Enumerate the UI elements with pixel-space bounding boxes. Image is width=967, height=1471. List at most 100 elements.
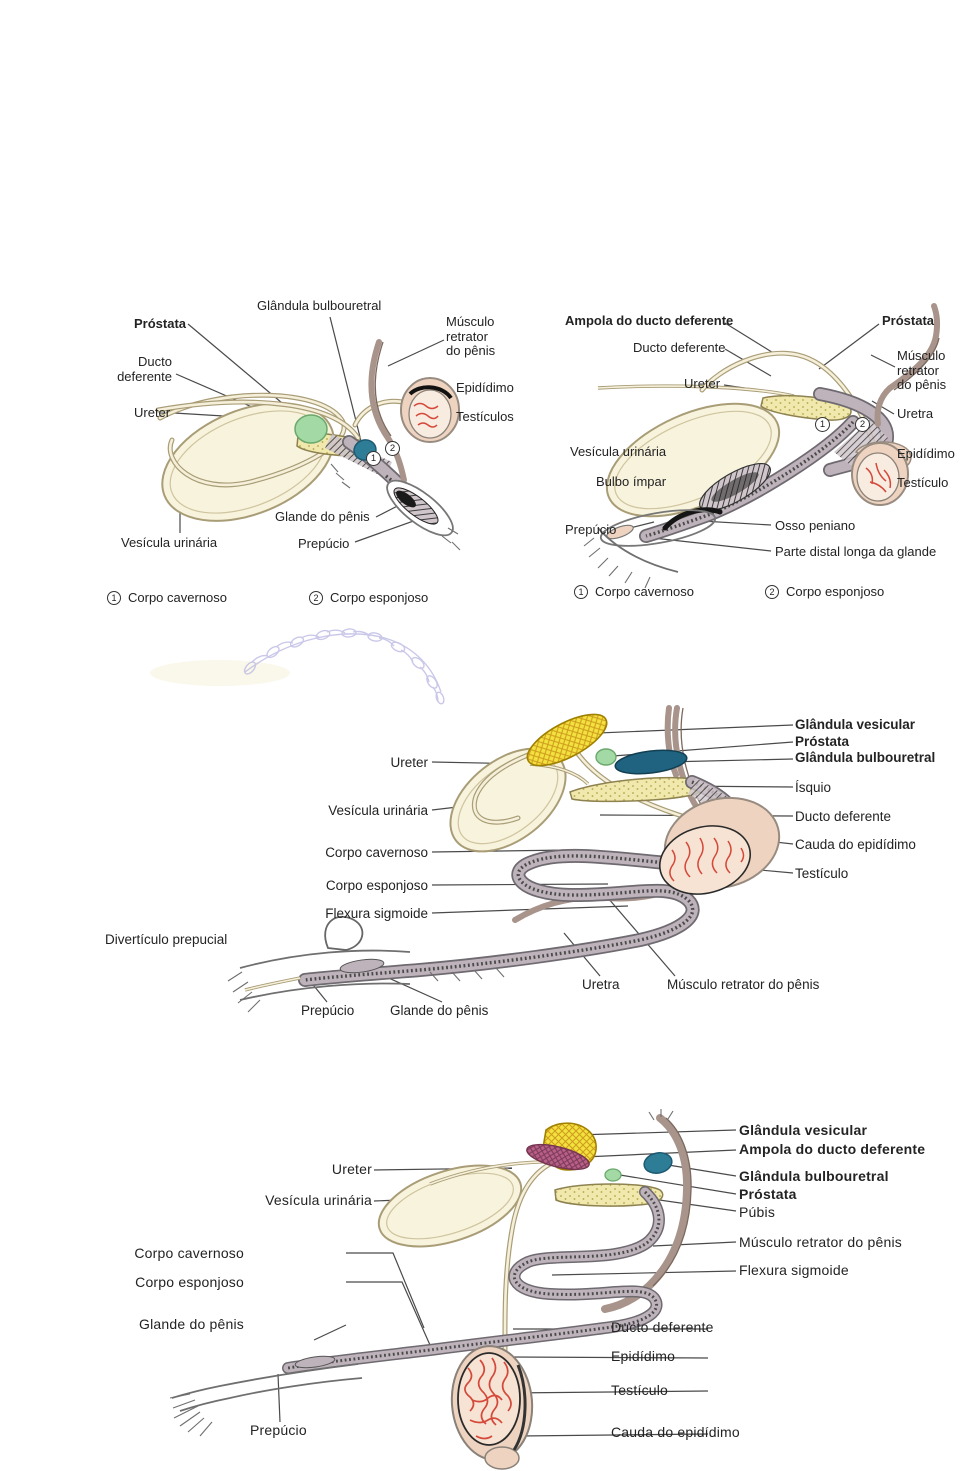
sperm-watermark xyxy=(243,628,445,705)
label-testiculo-d2: Testículo xyxy=(897,475,949,490)
label-glandula-bulbouretral-d4: Glândula bulbouretral xyxy=(739,1168,889,1184)
marker-corpo-esponjoso-d2: 2 xyxy=(855,417,870,432)
label-vesicula-urinaria-d2: Vesícula urinária xyxy=(570,444,667,459)
label-osso-peniano-d2: Osso peniano xyxy=(775,518,856,533)
label-ducto-deferente-d1: Ducto deferente xyxy=(117,354,172,384)
legend-text: Corpo cavernoso xyxy=(595,584,694,599)
label-vesicula-urinaria-d4: Vesícula urinária xyxy=(265,1192,372,1208)
label-corpo-esponjoso-d4: Corpo esponjoso xyxy=(135,1274,244,1290)
legend-number-icon: 2 xyxy=(309,590,323,605)
label-bulbo-impar-d2: Bulbo ímpar xyxy=(596,474,667,489)
label-glandula-bulbouretral-d1: Glândula bulbouretral xyxy=(257,298,382,313)
testis-shape xyxy=(851,441,912,506)
legend-number-icon: 1 xyxy=(574,584,588,599)
prostate-shape xyxy=(595,748,617,766)
label-testiculo-d4: Testículo xyxy=(611,1382,669,1398)
label-ducto-deferente-d3: Ducto deferente xyxy=(795,809,892,824)
label-glandula-vesicular-d3: Glândula vesicular xyxy=(795,717,916,732)
label-diverticulo-prepucial-d3: Divertículo prepucial xyxy=(105,932,228,947)
label-glande-penis-d3: Glande do pênis xyxy=(390,1003,489,1018)
label-cauda-epididimo-d3: Cauda do epidídimo xyxy=(795,837,916,852)
prepuce-shape xyxy=(583,509,717,589)
marker-corpo-esponjoso-d1: 2 xyxy=(385,441,400,456)
label-musculo-retrator-d1: Músculo retrator do pênis xyxy=(446,314,496,359)
label-corpo-cavernoso-d4: Corpo cavernoso xyxy=(134,1245,244,1261)
label-ducto-deferente-d4: Ducto deferente xyxy=(611,1319,714,1335)
diagram1-illustration xyxy=(155,316,461,551)
retractor-muscle-shape xyxy=(601,1109,692,1313)
os-penis-shape xyxy=(662,507,723,531)
label-ureter-d1: Ureter xyxy=(134,405,171,420)
legend-number-icon: 1 xyxy=(107,590,121,605)
label-testiculo-d3: Testículo xyxy=(795,866,849,881)
diagram3-illustration xyxy=(227,705,794,1013)
label-cauda-epididimo-d4: Cauda do epidídimo xyxy=(611,1424,740,1440)
label-vesicula-urinaria-d3: Vesícula urinária xyxy=(328,803,428,818)
label-ampola-d4: Ampola do ducto deferente xyxy=(739,1141,926,1157)
label-corpo-cavernoso-d3: Corpo cavernoso xyxy=(325,845,428,860)
label-vesicula-urinaria-d1: Vesícula urinária xyxy=(121,535,218,550)
label-glandula-bulbouretral-d3: Glândula bulbouretral xyxy=(795,750,936,765)
pubis-bone-shape xyxy=(554,1183,664,1207)
diagram4-illustration xyxy=(169,1109,737,1470)
label-uretra-d2: Uretra xyxy=(897,406,934,421)
prostate-shape xyxy=(294,414,328,444)
vesicular-gland-shape xyxy=(526,713,608,767)
legend-text: Corpo cavernoso xyxy=(128,590,227,605)
label-testiculos-d1: Testículos xyxy=(456,409,514,424)
testis-shape xyxy=(400,377,460,443)
diagram2-illustration xyxy=(583,303,941,589)
label-parte-distal-d2: Parte distal longa da glande xyxy=(775,544,937,559)
label-musculo-retrator-d3: Músculo retrator do pênis xyxy=(667,977,820,992)
label-glandula-vesicular-d4: Glândula vesicular xyxy=(739,1122,868,1138)
label-ducto-deferente-d2: Ducto deferente xyxy=(633,340,726,355)
bulbourethral-gland-shape xyxy=(643,1152,673,1174)
label-corpo-esponjoso-d3: Corpo esponjoso xyxy=(325,878,428,893)
prepuce-diverticulum-shape xyxy=(227,915,505,1013)
label-flexura-sigmoide-d3: Flexura sigmoide xyxy=(325,906,428,921)
testis-shape xyxy=(450,1345,534,1470)
label-pubis-d4: Púbis xyxy=(739,1204,776,1220)
label-musculo-retrator-d4: Músculo retrator do pênis xyxy=(739,1234,902,1250)
label-uretra-d3: Uretra xyxy=(582,977,620,992)
label-prepucio-d3: Prepúcio xyxy=(301,1003,355,1018)
legend-number-icon: 2 xyxy=(765,584,779,599)
legend-text: Corpo esponjoso xyxy=(786,584,885,599)
label-glande-penis-d4: Glande do pênis xyxy=(139,1316,244,1332)
prepuce-glans-shape xyxy=(330,463,461,551)
label-musculo-retrator-d2: Músculo retrator do pênis xyxy=(897,348,947,393)
label-prostata-d1: Próstata xyxy=(134,316,187,331)
label-ureter-d3: Ureter xyxy=(390,755,428,770)
bladder-shape xyxy=(377,1164,523,1248)
retractor-muscle-shape xyxy=(874,303,941,427)
ischium-bone-shape xyxy=(569,776,704,803)
label-prepucio-d4: Prepúcio xyxy=(250,1422,307,1438)
retractor-muscle-shape xyxy=(368,339,407,483)
label-prepucio-d2: Prepúcio xyxy=(565,522,617,537)
label-glande-penis-d1: Glande do pênis xyxy=(275,509,370,524)
ampulla-shape xyxy=(526,1143,590,1171)
legend-corpo-cavernoso-d1: 1 Corpo cavernoso xyxy=(107,590,227,605)
corpus-cavernosum-hatch xyxy=(834,420,888,468)
prostate-shape xyxy=(604,1168,622,1182)
label-prepucio-d1: Prepúcio xyxy=(298,536,350,551)
label-prostata-d3: Próstata xyxy=(795,734,850,749)
penis-shaft-sigmoid xyxy=(282,1186,665,1374)
page-smudge xyxy=(150,660,290,686)
marker-corpo-cavernoso-d2: 1 xyxy=(815,417,830,432)
label-epididimo-d1: Epidídimo xyxy=(456,380,514,395)
bulbo-impar-shape xyxy=(699,463,771,511)
bulbourethral-gland-shape xyxy=(614,749,688,775)
label-ureter-d4: Ureter xyxy=(331,1161,372,1177)
legend-corpo-esponjoso-d1: 2 Corpo esponjoso xyxy=(309,590,428,605)
legend-text: Corpo esponjoso xyxy=(330,590,429,605)
marker-corpo-cavernoso-d1: 1 xyxy=(366,451,381,466)
prepuce-shape xyxy=(169,1355,363,1437)
label-isquio-d3: Ísquio xyxy=(795,780,832,795)
label-epididimo-d2: Epidídimo xyxy=(897,446,955,461)
label-ureter-d2: Ureter xyxy=(684,376,721,391)
label-flexura-sigmoide-d4: Flexura sigmoide xyxy=(739,1262,849,1278)
legend-corpo-cavernoso-d2: 1 Corpo cavernoso xyxy=(574,584,694,599)
label-prostata-d4: Próstata xyxy=(739,1186,797,1202)
